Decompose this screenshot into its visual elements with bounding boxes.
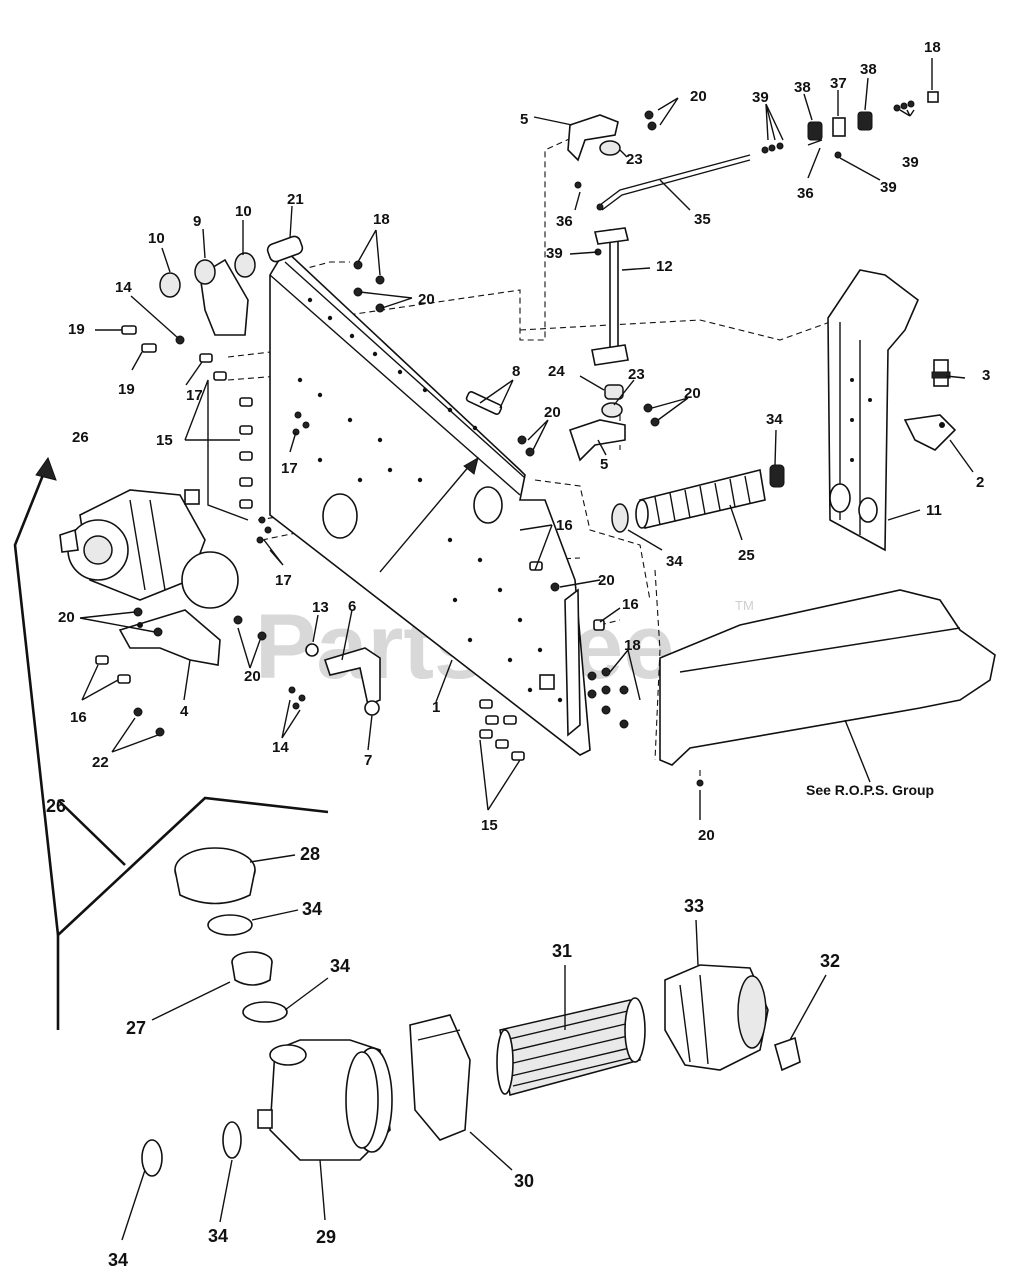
callout-28: 28 (300, 844, 320, 864)
callout-26-upper: 26 (72, 429, 89, 446)
callout-26-lower: 26 (46, 796, 66, 816)
callout-12: 12 (656, 258, 673, 275)
callout-20-panel: 20 (418, 291, 435, 308)
callout-23-top: 23 (626, 151, 643, 168)
callout-10-right: 10 (235, 203, 252, 220)
callout-17-middle: 17 (281, 460, 298, 477)
switch-3 (931, 359, 951, 387)
callout-21: 21 (287, 191, 304, 208)
callout-34-clamp-mid: 34 (330, 956, 350, 976)
callout-36-right: 36 (797, 185, 814, 202)
callout-18-right: 18 (624, 637, 641, 654)
bellows-hose (611, 464, 785, 533)
callout-20-lower: 20 (244, 668, 261, 685)
shift-rod-assembly (567, 114, 751, 462)
callout-7: 7 (364, 752, 372, 769)
callout-1: 1 (432, 699, 440, 716)
callout-33: 33 (684, 896, 704, 916)
callout-29: 29 (316, 1227, 336, 1247)
callout-17-top: 17 (186, 387, 203, 404)
callout-labels: 1 2 3 4 5 5 6 7 8 9 10 10 11 12 13 14 14… (46, 39, 990, 1270)
callout-22: 22 (92, 754, 109, 771)
air-cleaner-exploded (141, 847, 801, 1177)
vertical-strap (539, 588, 581, 737)
callout-14-top: 14 (115, 279, 132, 296)
callout-5-top: 5 (520, 111, 528, 128)
bracket-9 (159, 235, 304, 336)
callout-39-rod: 39 (546, 245, 563, 262)
callout-19-top: 19 (68, 321, 85, 338)
callout-25: 25 (738, 547, 755, 564)
callout-2: 2 (976, 474, 984, 491)
callout-20-center: 20 (544, 404, 561, 421)
callout-39-top: 39 (752, 89, 769, 106)
small-hardware-top (761, 91, 939, 159)
callout-18-corner: 18 (924, 39, 941, 56)
air-cleaner-thumbnail (59, 489, 239, 609)
callout-19-bottom: 19 (118, 381, 135, 398)
callout-16-left: 16 (70, 709, 87, 726)
bracket-2 (903, 414, 957, 451)
callout-3: 3 (982, 367, 990, 384)
callout-13: 13 (312, 599, 329, 616)
callout-15-bottom: 15 (481, 817, 498, 834)
callout-4: 4 (180, 703, 189, 720)
callout-38-left: 38 (794, 79, 811, 96)
callout-20-bottom: 20 (698, 827, 715, 844)
reference-arrows-26 (13, 456, 329, 1030)
callout-11: 11 (926, 502, 942, 519)
callout-34-clamp-left: 34 (108, 1250, 128, 1270)
callout-18-top: 18 (373, 211, 390, 228)
callout-30: 30 (514, 1171, 534, 1191)
callout-39-lower: 39 (880, 179, 897, 196)
callout-15-left: 15 (156, 432, 173, 449)
rops-guard (659, 589, 996, 766)
callout-14-bottom: 14 (272, 739, 289, 756)
callout-27: 27 (126, 1018, 146, 1038)
callout-34-left: 34 (666, 553, 683, 570)
callout-16-right: 16 (622, 596, 639, 613)
callout-23-bottom: 23 (628, 366, 645, 383)
callout-38-right: 38 (860, 61, 877, 78)
callout-32: 32 (820, 951, 840, 971)
callout-20-rod: 20 (684, 385, 701, 402)
callout-20-strap: 20 (598, 572, 615, 589)
trademark-mark: TM (735, 598, 754, 613)
rops-note: See R.O.P.S. Group (806, 782, 934, 798)
callout-39-right: 39 (902, 154, 919, 171)
callout-20-left: 20 (58, 609, 75, 626)
bracket-plate-4 (118, 609, 221, 666)
leader-lines (79, 58, 974, 1241)
callout-24: 24 (548, 363, 565, 380)
callout-37: 37 (830, 75, 847, 92)
callout-17-bottom: 17 (275, 572, 292, 589)
callout-34-clamp-top: 34 (302, 899, 322, 919)
callout-10-left: 10 (148, 230, 165, 247)
callout-34-hose: 34 (766, 411, 783, 428)
callout-16-center: 16 (556, 517, 573, 534)
main-panel (269, 248, 591, 756)
upright-bracket (827, 269, 919, 552)
fasteners (95, 110, 704, 787)
callout-36-left: 36 (556, 213, 573, 230)
callout-20-top: 20 (690, 88, 707, 105)
callout-35: 35 (694, 211, 711, 228)
callout-6: 6 (348, 598, 356, 615)
callout-9: 9 (193, 213, 201, 230)
callout-34-clamp-low: 34 (208, 1226, 228, 1246)
callout-8: 8 (512, 363, 520, 380)
callout-31: 31 (552, 941, 572, 961)
callout-5-bottom: 5 (600, 456, 608, 473)
